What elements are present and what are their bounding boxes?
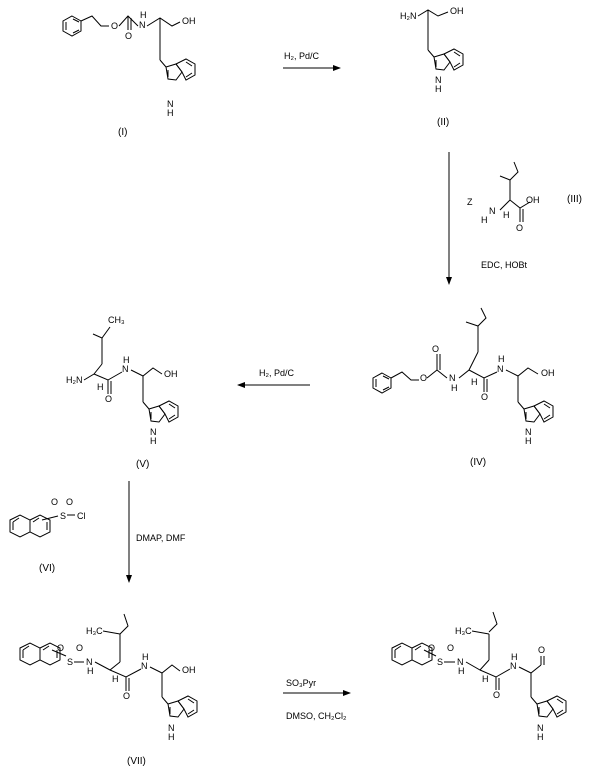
svg-text:O: O	[493, 690, 500, 700]
svg-text:H: H	[458, 666, 465, 676]
svg-text:H: H	[435, 84, 442, 94]
svg-text:O: O	[125, 31, 132, 41]
compound-ii-structure: H₂N OH N H	[400, 6, 464, 94]
svg-text:O: O	[516, 223, 523, 233]
svg-text:H: H	[498, 354, 505, 364]
svg-text:CH₃: CH₃	[108, 315, 125, 325]
compound-i-structure: O O N H OH N H	[62, 10, 196, 118]
svg-text:Cl: Cl	[77, 511, 86, 521]
svg-text:O: O	[57, 643, 64, 653]
svg-text:N: N	[537, 723, 544, 733]
svg-text:O: O	[428, 643, 435, 653]
compound-label-iv: (IV)	[470, 457, 486, 468]
compound-iii-structure: Z N H H OH O	[467, 161, 540, 233]
svg-text:H: H	[87, 666, 94, 676]
svg-text:N: N	[457, 657, 464, 667]
svg-text:OH: OH	[526, 195, 540, 205]
svg-text:O: O	[51, 497, 58, 507]
svg-text:H₃C: H₃C	[455, 626, 472, 636]
reagent-step5-top: SO₃Pyr	[286, 678, 316, 688]
svg-text:O: O	[66, 497, 73, 507]
svg-text:O: O	[105, 394, 112, 404]
svg-text:N: N	[449, 373, 456, 383]
oh-label: OH	[182, 16, 196, 26]
svg-text:H: H	[481, 215, 488, 225]
svg-text:H: H	[482, 674, 489, 684]
svg-text:H: H	[503, 210, 510, 220]
svg-text:H: H	[471, 377, 478, 387]
svg-text:N: N	[167, 99, 174, 109]
svg-text:H: H	[168, 732, 175, 742]
svg-text:N: N	[122, 364, 129, 374]
reagent-step5-bottom: DMSO, CH₂Cl₂	[286, 711, 347, 721]
svg-text:N: N	[435, 75, 442, 85]
svg-text:O: O	[447, 643, 454, 653]
reagent-step1: H₂, Pd/C	[284, 51, 320, 61]
svg-text:N: N	[510, 661, 517, 671]
svg-text:H₂N: H₂N	[66, 375, 83, 385]
svg-text:N: N	[139, 20, 146, 30]
svg-text:H: H	[142, 652, 149, 662]
svg-text:H₂N: H₂N	[400, 11, 417, 21]
svg-text:H: H	[537, 732, 544, 742]
compound-v-structure: CH₃ H₂N H O N H OH N H	[66, 315, 179, 446]
svg-text:H: H	[97, 382, 104, 392]
reagent-step3: H₂, Pd/C	[259, 368, 295, 378]
svg-text:O: O	[111, 21, 118, 31]
svg-text:H: H	[167, 108, 174, 118]
svg-text:O: O	[481, 392, 488, 402]
svg-text:H: H	[451, 383, 458, 393]
z-group-label: Z	[467, 197, 473, 207]
svg-text:OH: OH	[182, 665, 196, 675]
svg-text:H: H	[112, 674, 119, 684]
compound-label-vii: (VII)	[127, 756, 146, 767]
svg-text:O: O	[538, 645, 545, 655]
compound-label-vi: (VI)	[39, 563, 55, 574]
svg-text:N: N	[168, 723, 175, 733]
compound-vi-structure: S O O Cl	[9, 497, 86, 538]
svg-text:OH: OH	[541, 368, 555, 378]
svg-text:N: N	[141, 661, 148, 671]
svg-text:H: H	[525, 436, 532, 446]
svg-text:H: H	[511, 652, 518, 662]
reagent-step2: EDC, HOBt	[481, 260, 528, 270]
svg-text:OH: OH	[164, 369, 178, 379]
svg-text:H: H	[123, 355, 130, 365]
svg-text:N: N	[86, 657, 93, 667]
compound-label-v: (V)	[136, 459, 149, 470]
svg-text:N: N	[150, 427, 157, 437]
svg-text:H: H	[140, 10, 147, 20]
svg-text:O: O	[123, 691, 130, 701]
final-product-structure: H₃C S O O N H H O N H O N H	[391, 611, 567, 742]
svg-text:S: S	[60, 511, 66, 521]
compound-label-ii: (II)	[437, 117, 449, 128]
svg-text:N: N	[497, 364, 504, 374]
svg-text:H: H	[150, 436, 157, 446]
svg-text:S: S	[437, 657, 443, 667]
compound-iv-structure: O O N H H O N H OH N H	[372, 307, 555, 446]
svg-text:N: N	[525, 427, 532, 437]
svg-text:O: O	[420, 373, 427, 383]
reagent-step4: DMAP, DMF	[136, 533, 186, 543]
svg-text:O: O	[432, 344, 439, 354]
svg-text:N: N	[489, 206, 496, 216]
svg-text:O: O	[76, 643, 83, 653]
svg-text:S: S	[67, 657, 73, 667]
svg-text:OH: OH	[450, 6, 464, 16]
compound-vii-structure: H₃C S O O N H H O N H OH N H	[19, 613, 198, 742]
compound-label-i: (I)	[118, 127, 127, 138]
svg-text:H₃C: H₃C	[86, 626, 103, 636]
compound-label-iii: (III)	[567, 194, 582, 205]
